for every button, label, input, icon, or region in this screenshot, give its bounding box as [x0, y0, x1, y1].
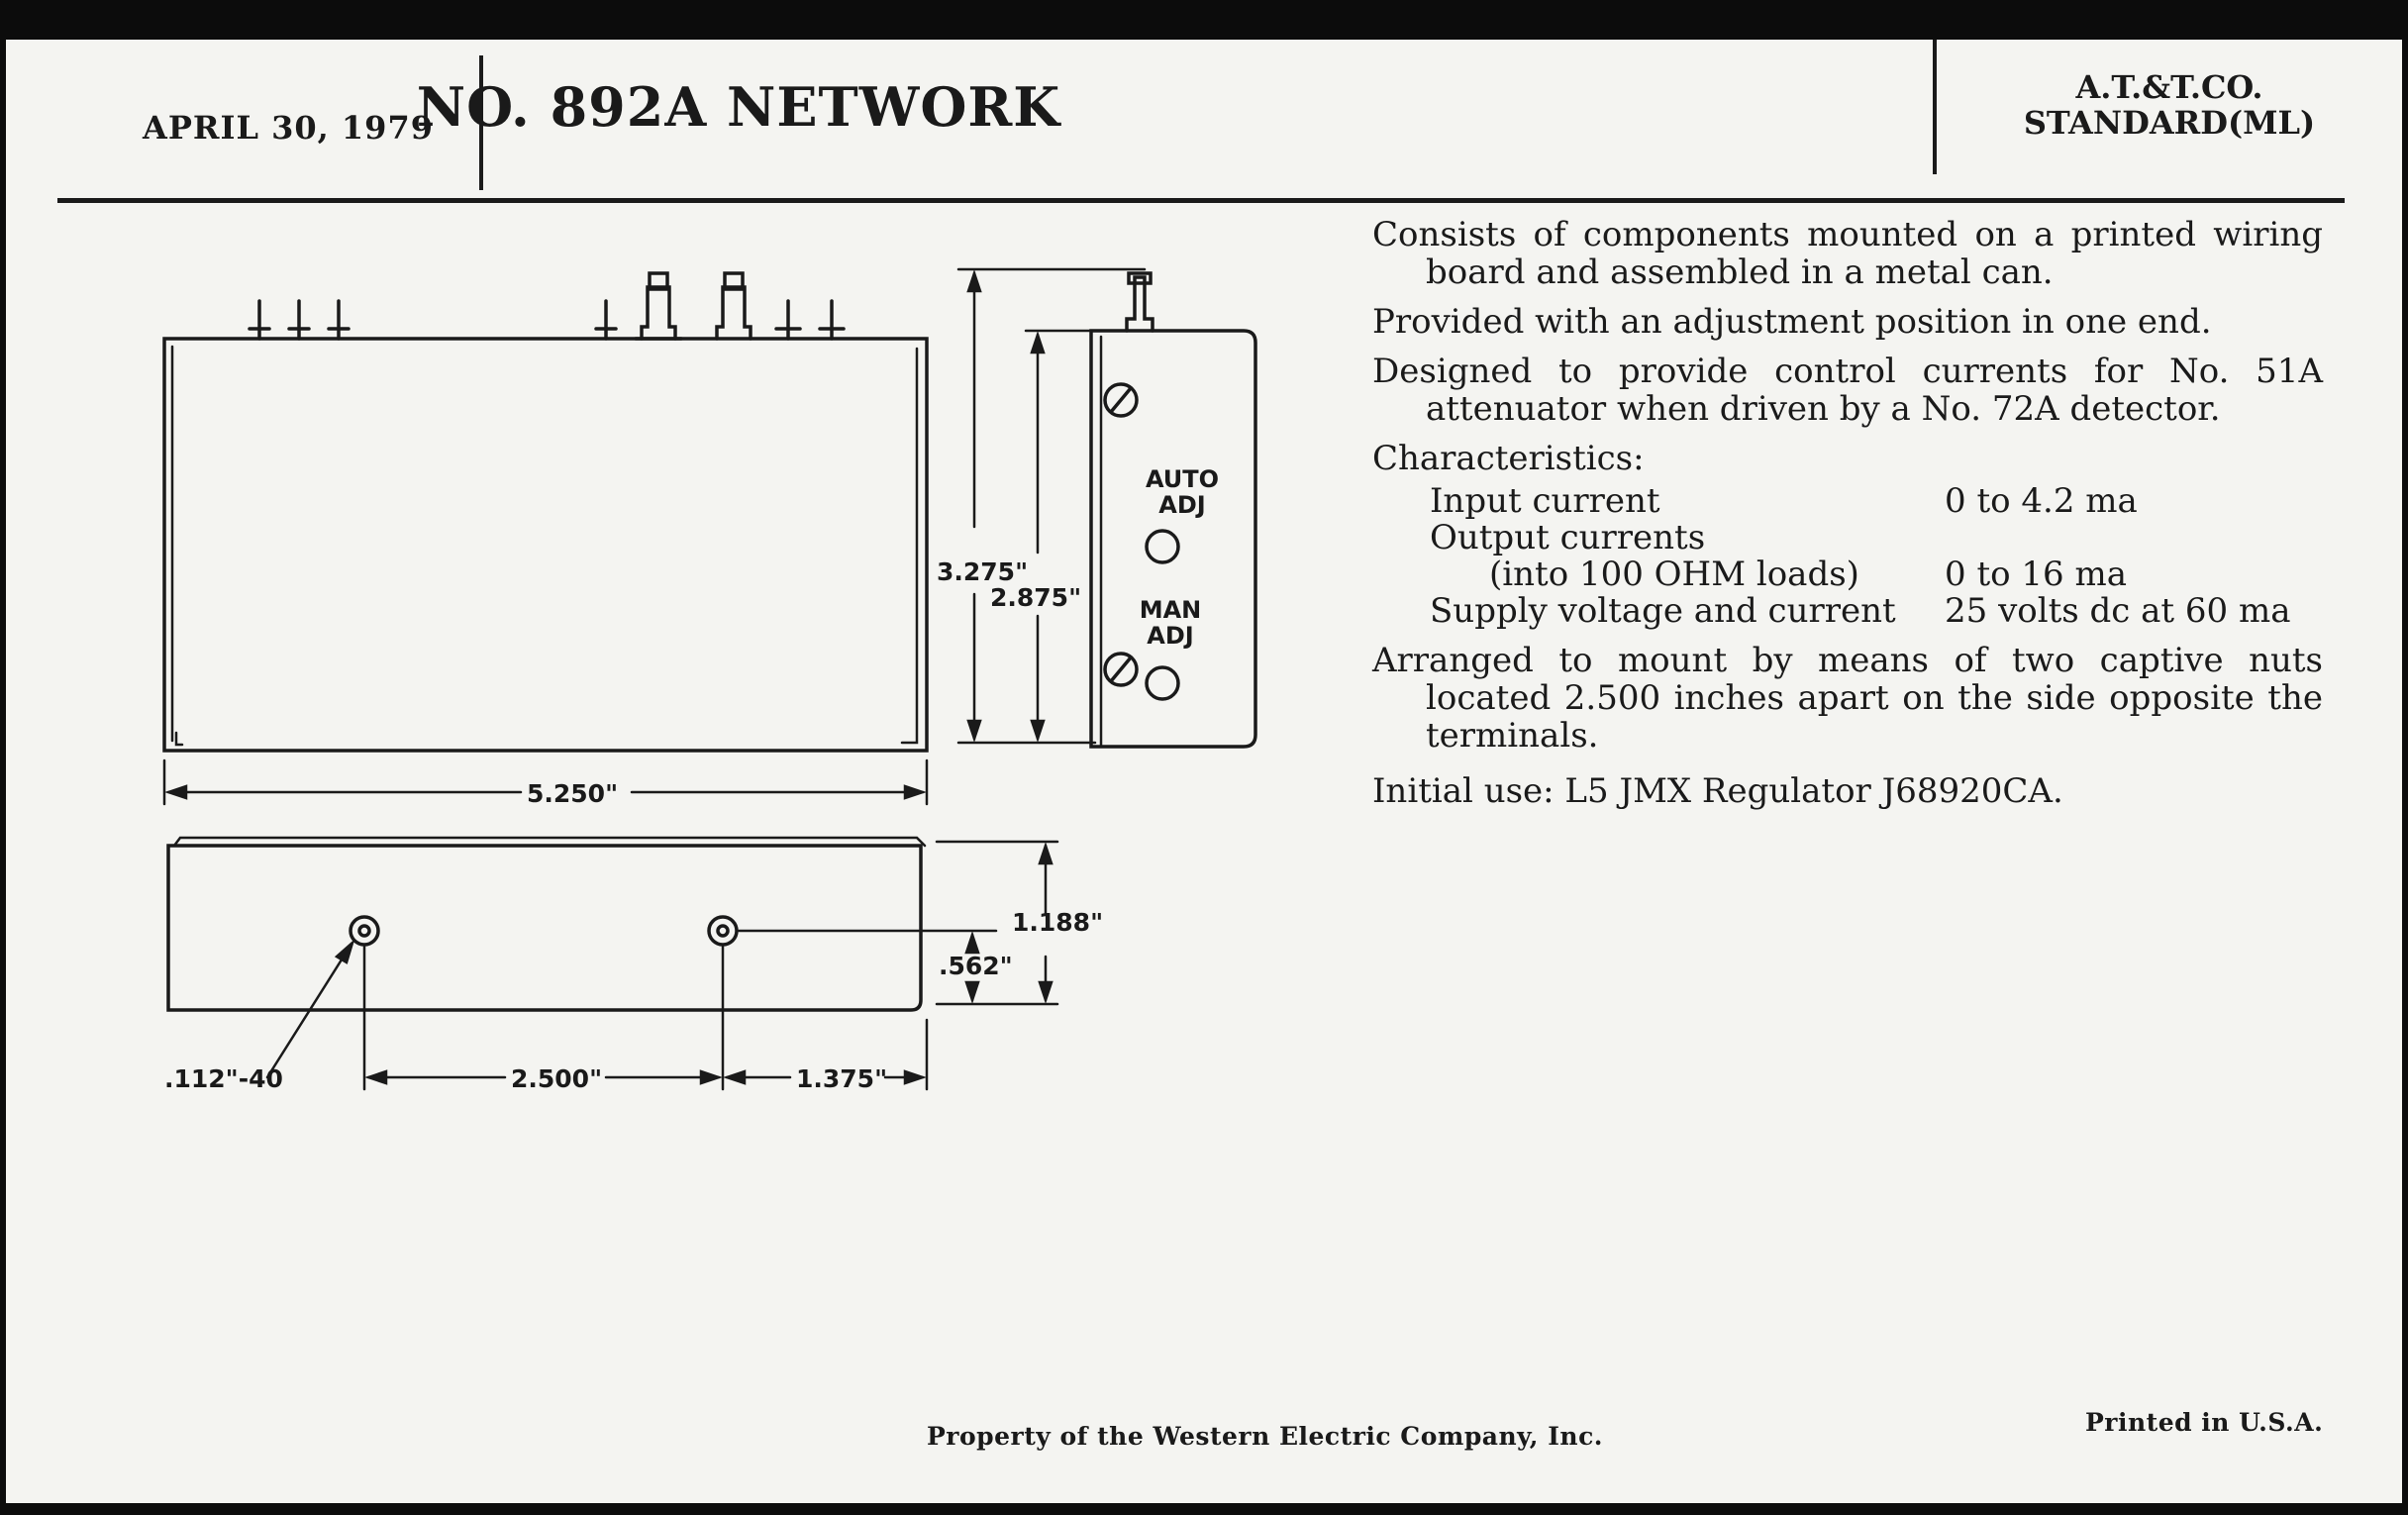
- characteristic-row: Input current 0 to 4.2 ma: [1372, 483, 2323, 520]
- dim-nut-height-label: .562": [939, 952, 1013, 980]
- description-p3: Designed to provide control currents for…: [1372, 352, 2323, 429]
- description-p1: Consists of components mounted on a prin…: [1372, 215, 2323, 292]
- characteristic-label: (into 100 OHM loads): [1489, 555, 1859, 594]
- man-adj-label: ADJ: [1147, 622, 1193, 650]
- printed-notice: Printed in U.S.A.: [2085, 1408, 2324, 1437]
- dimension-drawing: 5.250" 3.275" 2.875" AUTO ADJ MAN ADJ .1…: [162, 267, 1257, 1093]
- page-title: NO. 892A NETWORK: [416, 75, 1061, 139]
- man-adj-port: [1145, 665, 1180, 701]
- spec-card: APRIL 30, 1979 NO. 892A NETWORK A.T.&T.C…: [6, 40, 2402, 1503]
- dim-width-label: 5.250": [527, 779, 618, 808]
- standard-label: A.T.&T.CO. STANDARD(ML): [1947, 69, 2392, 141]
- screw-icon: [1103, 382, 1139, 418]
- issue-date: APRIL 30, 1979: [143, 109, 434, 147]
- characteristic-value: 0 to 16 ma: [1945, 555, 2127, 594]
- dim-depth-label: 1.188": [1012, 908, 1103, 937]
- captive-nut-left: [349, 915, 380, 947]
- auto-adj-port: [1145, 529, 1180, 564]
- dim-height-outer-label: 3.275": [937, 557, 1028, 586]
- property-notice: Property of the Western Electric Company…: [927, 1422, 1604, 1451]
- bottom-dimensions: [265, 840, 1059, 1091]
- screw-icon: [1103, 652, 1139, 687]
- header-divider-left: [479, 55, 483, 190]
- man-label: MAN: [1140, 596, 1202, 624]
- description-p4: Arranged to mount by means of two captiv…: [1372, 641, 2323, 756]
- bottom-view: [166, 836, 927, 1012]
- characteristic-value: [1945, 520, 2323, 556]
- standard-line-2: STANDARD(ML): [2023, 104, 2316, 142]
- characteristics-heading: Characteristics:: [1372, 439, 1645, 478]
- side-view: [1089, 271, 1257, 749]
- characteristic-label: Output currents: [1430, 518, 1706, 557]
- initial-use: Initial use: L5 JMX Regulator J68920CA.: [1372, 771, 2063, 811]
- auto-label: AUTO: [1146, 465, 1219, 493]
- captive-nut-right-bore: [716, 924, 730, 938]
- front-view: [162, 271, 929, 753]
- dim-height-inner-label: 2.875": [990, 583, 1081, 612]
- characteristic-label: Supply voltage and current: [1430, 591, 1896, 631]
- characteristic-value: 0 to 4.2 ma: [1945, 481, 2138, 521]
- header-rule: [57, 198, 2345, 203]
- dim-thread-label: .112"-40: [164, 1064, 283, 1093]
- width-dimension: [162, 758, 929, 806]
- characteristic-label: Input current: [1430, 481, 1660, 521]
- header-divider-right: [1933, 40, 1937, 174]
- characteristic-row: (into 100 OHM loads) 0 to 16 ma: [1372, 556, 2323, 593]
- auto-adj-label: ADJ: [1158, 491, 1205, 519]
- height-dimensions: [956, 267, 1147, 745]
- captive-nut-right: [707, 915, 739, 947]
- description: Consists of components mounted on a prin…: [1372, 216, 2323, 822]
- adjustment-posts: [634, 271, 752, 341]
- dim-spacing-label: 2.500": [511, 1064, 602, 1093]
- description-p2: Provided with an adjustment position in …: [1372, 302, 2212, 342]
- captive-nut-left-bore: [357, 924, 371, 938]
- standard-line-1: A.T.&T.CO.: [2075, 68, 2263, 106]
- characteristic-value: 25 volts dc at 60 ma: [1945, 591, 2291, 631]
- dim-end-label: 1.375": [796, 1064, 887, 1093]
- terminal-pins-right: [594, 299, 846, 341]
- terminal-pins-left: [248, 299, 351, 341]
- characteristic-row: Output currents: [1372, 520, 2323, 556]
- characteristic-row: Supply voltage and current 25 volts dc a…: [1372, 593, 2323, 630]
